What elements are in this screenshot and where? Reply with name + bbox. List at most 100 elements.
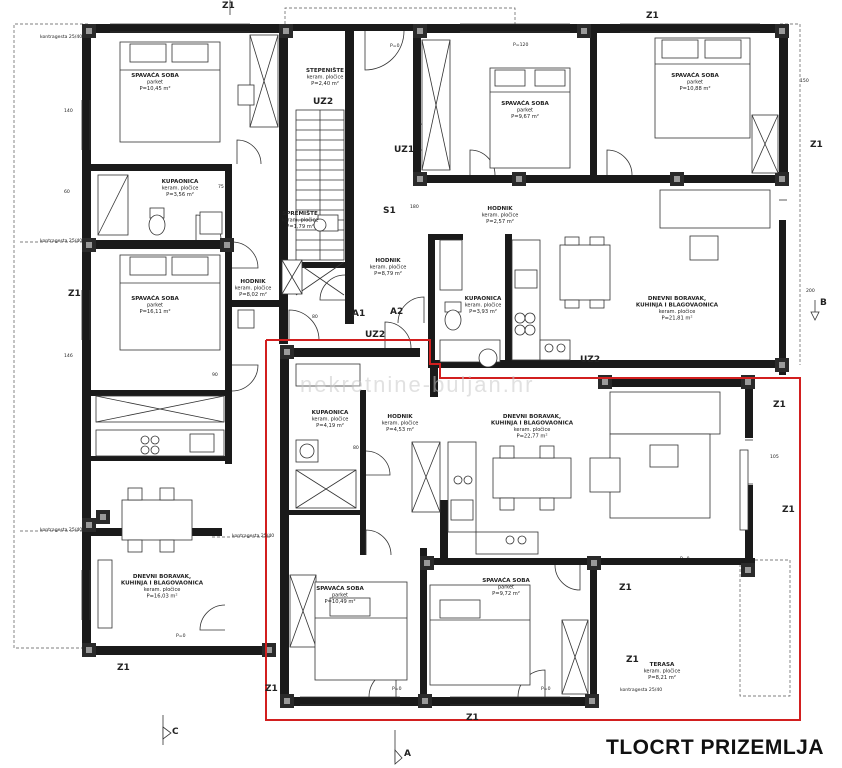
room-area: P=8,02 m² (239, 292, 267, 298)
marker-label: Z1 (265, 684, 278, 694)
marker-label: UZ2 (313, 97, 333, 107)
dimension-label: kontragesta 25/40 (40, 238, 82, 244)
room-finish: parket (517, 108, 533, 114)
watermark: nekretnine-buljan.hr (300, 372, 535, 397)
dimension-label: P=0 (392, 686, 402, 692)
dimension-label: P=120 (513, 42, 528, 48)
room-finish: parket (147, 80, 163, 86)
dimension-label: kontragesta 25/40 (40, 527, 82, 533)
room-finish: keram. pločice (235, 285, 272, 292)
room-name: SPAVAĆA SOBA (671, 72, 719, 79)
room-name: HODNIK (240, 279, 266, 285)
staircase (295, 109, 345, 296)
marker-label: UZ2 (580, 355, 600, 365)
marker-label: S1 (383, 206, 396, 216)
marker-label: Z1 (68, 289, 81, 299)
dimension-label: 75 (218, 184, 224, 190)
room-name: DNEVNI BORAVAK, (503, 414, 561, 420)
room-area: P=4,19 m² (316, 423, 344, 429)
room-finish: keram. pločice (370, 264, 407, 271)
room-area: P=21,81 m² (661, 316, 692, 322)
room-area: P=22,77 m² (516, 434, 547, 440)
room-finish: keram. pločice (659, 308, 696, 315)
room-name: KUPAONICA (465, 296, 502, 302)
dimension-label: 60 (64, 189, 70, 195)
room-finish: keram. pločice (144, 586, 181, 593)
room-name: HODNIK (487, 206, 513, 212)
room-finish: keram. pločice (514, 426, 551, 433)
drawing-title: TLOCRT PRIZEMLJA (606, 736, 824, 759)
marker-label: Z1 (773, 400, 786, 410)
room-name: SPAVAĆA SOBA (131, 72, 179, 79)
room-area: P=16,03 m² (146, 594, 177, 600)
dimension-label: P=0 (176, 633, 186, 639)
room-name: KUPAONICA (312, 410, 349, 416)
marker-label: UZ1 (394, 145, 414, 155)
room-name: STEPENIŠTE (306, 67, 344, 74)
dimension-label: 180 (410, 204, 419, 210)
marker-label: C (172, 727, 179, 737)
marker-label: Z1 (117, 663, 130, 673)
room-name: TERASA (650, 662, 675, 668)
room-name: DNEVNI BORAVAK, (133, 574, 191, 580)
selected-apartment-outline (265, 339, 801, 721)
windows (81, 23, 787, 706)
dimension-label: 90 (212, 372, 218, 378)
room-name: SPAVAĆA SOBA (501, 100, 549, 107)
room-name: SPREMIŠTE (282, 210, 318, 217)
dimension-label: kontragesta 25/40 (232, 533, 274, 539)
dimension-label: kontragesta 25/40 (620, 687, 662, 693)
room-name: DNEVNI BORAVAK, (648, 296, 706, 302)
room-finish: parket (332, 593, 348, 599)
marker-label: Z1 (466, 713, 479, 723)
beds (119, 37, 751, 686)
marker-label: Z1 (626, 655, 639, 665)
room-area: P=8,79 m² (374, 271, 402, 277)
room-finish: keram. pločice (307, 74, 344, 81)
wardrobes (95, 34, 779, 695)
dimension-label: kontragesta 25/40 (40, 34, 82, 40)
room-finish: parket (687, 80, 703, 86)
marker-label: UZ2 (365, 330, 385, 340)
room-finish: parket (498, 585, 514, 591)
marker-label: B (820, 298, 827, 308)
room-finish: keram. pločice (382, 420, 419, 427)
room-area: P=2,57 m² (486, 219, 514, 225)
room-area: P=8,21 m² (648, 675, 676, 681)
room-finish: keram. pločice (162, 185, 199, 192)
dimension-label: P=0 (390, 43, 400, 49)
room-finish: keram. pločice (482, 212, 519, 219)
columns (82, 24, 789, 708)
terrace-outline (739, 559, 791, 697)
room-name: SPAVAĆA SOBA (482, 577, 530, 584)
room-name: KUHINJA I BLAGOVAONICA (121, 581, 204, 587)
room-area: P=4,53 m² (386, 427, 414, 433)
marker-label: Z1 (619, 583, 632, 593)
marker-label: A (404, 749, 411, 759)
room-area: P=16,11 m² (139, 309, 170, 315)
terrace-outline-north (284, 7, 516, 24)
room-name: HODNIK (375, 258, 401, 264)
dimension-label: 80 (353, 445, 359, 451)
room-finish: parket (147, 303, 163, 309)
dimension-label: P=0 (541, 686, 551, 692)
kitchen-counters (95, 239, 571, 555)
walls (82, 24, 788, 708)
dimension-label: 105 (770, 454, 779, 460)
room-name: HODNIK (387, 414, 413, 420)
marker-label: Z1 (810, 140, 823, 150)
room-area: P=3,56 m² (166, 192, 194, 198)
room-finish: keram. pločice (282, 217, 319, 224)
room-name: SPAVAĆA SOBA (131, 295, 179, 302)
terrace-outline-west (13, 23, 88, 649)
room-name: KUHINJA I BLAGOVAONICA (636, 303, 719, 309)
dimension-label: 150 (800, 78, 809, 84)
room-name: KUHINJA I BLAGOVAONICA (491, 421, 574, 427)
dimension-label: 140 (64, 108, 73, 114)
room-area: P=9,72 m² (492, 591, 520, 597)
marker-label: Z1 (782, 505, 795, 515)
